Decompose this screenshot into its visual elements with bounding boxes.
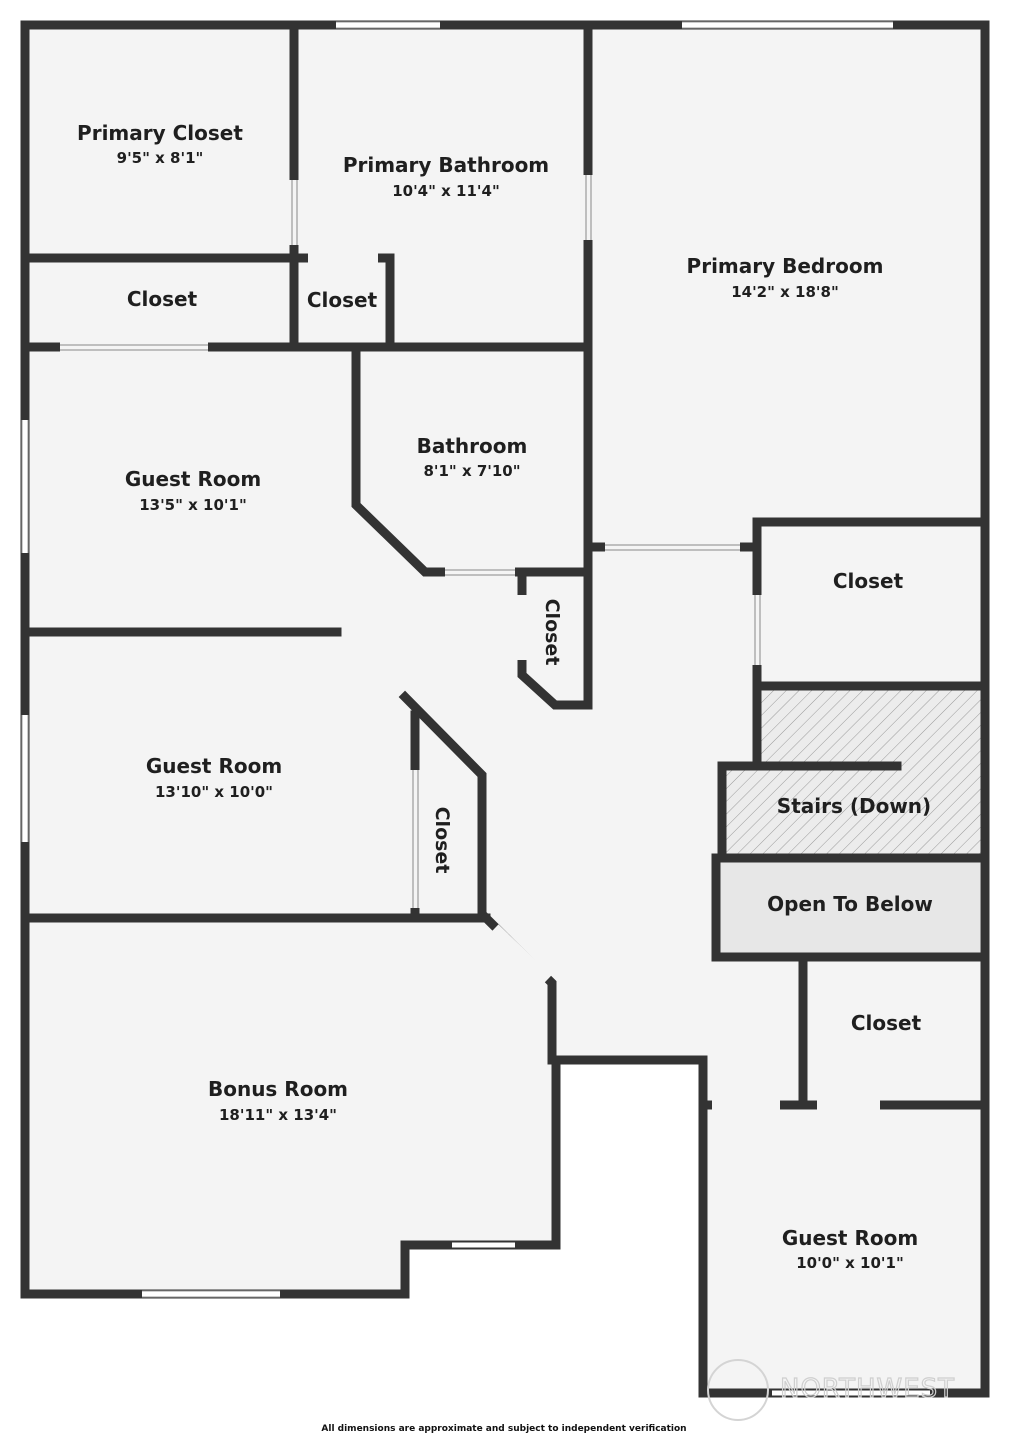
room-bonus-room: Bonus Room 18'11" x 13'4" [208, 1077, 348, 1124]
door-frames [60, 175, 761, 908]
room-primary-bedroom: Primary Bedroom 14'2" x 18'8" [687, 254, 884, 301]
open-to-below-fill [718, 862, 980, 955]
room-name: Open To Below [767, 892, 933, 916]
windows [22, 22, 930, 1396]
room-open-to-below: Open To Below [767, 892, 933, 916]
room-closet-guest2-vertical: Closet [431, 807, 453, 874]
stairs-hatch [757, 690, 982, 768]
room-guest-room-3: Guest Room 10'0" x 10'1" [782, 1226, 918, 1272]
room-closet-hall-vertical: Closet [541, 599, 563, 666]
room-dimensions: 18'11" x 13'4" [219, 1106, 337, 1124]
room-name: Primary Bedroom [687, 254, 884, 278]
room-bathroom: Bathroom 8'1" x 7'10" [417, 434, 528, 480]
door-openings [60, 175, 880, 1110]
room-guest-room-2: Guest Room 13'10" x 10'0" [146, 754, 282, 801]
window-frames [21, 21, 893, 1298]
room-name: Stairs (Down) [777, 794, 931, 818]
room-name: Bonus Room [208, 1077, 348, 1101]
room-dimensions: 10'0" x 10'1" [796, 1254, 904, 1272]
room-name: Closet [541, 599, 563, 666]
room-name: Primary Bathroom [343, 153, 549, 177]
room-closet-upper-left: Closet [127, 287, 198, 311]
footer-note: All dimensions are approximate and subje… [321, 1424, 686, 1434]
room-closet-right-lower: Closet [851, 1011, 922, 1035]
room-dimensions: 9'5" x 8'1" [117, 149, 204, 167]
room-name: Closet [307, 288, 378, 312]
stairs-hatch-lower [722, 768, 982, 858]
room-guest-room-1: Guest Room 13'5" x 10'1" [125, 467, 261, 514]
room-dimensions: 13'10" x 10'0" [155, 783, 273, 801]
room-dimensions: 13'5" x 10'1" [139, 496, 247, 514]
room-dimensions: 10'4" x 11'4" [392, 182, 500, 200]
room-name: Closet [127, 287, 198, 311]
room-name: Guest Room [125, 467, 261, 491]
watermark-logo: NORTHWEST [707, 1359, 955, 1421]
room-name: Closet [431, 807, 453, 874]
room-closet-upper-mid: Closet [307, 288, 378, 312]
room-primary-closet: Primary Closet 9'5" x 8'1" [77, 121, 243, 167]
room-closet-right-upper: Closet [833, 569, 904, 593]
room-name: Guest Room [782, 1226, 918, 1250]
floor-area [25, 25, 985, 1393]
room-name: Primary Closet [77, 121, 243, 145]
room-name: Closet [851, 1011, 922, 1035]
watermark-text: NORTHWEST [780, 1374, 955, 1404]
room-dimensions: 8'1" x 7'10" [423, 462, 520, 480]
room-primary-bathroom: Primary Bathroom 10'4" x 11'4" [343, 153, 549, 200]
room-name: Closet [833, 569, 904, 593]
room-stairs: Stairs (Down) [777, 794, 931, 818]
room-dimensions: 14'2" x 18'8" [731, 283, 839, 301]
room-name: Bathroom [417, 434, 528, 458]
room-name: Guest Room [146, 754, 282, 778]
